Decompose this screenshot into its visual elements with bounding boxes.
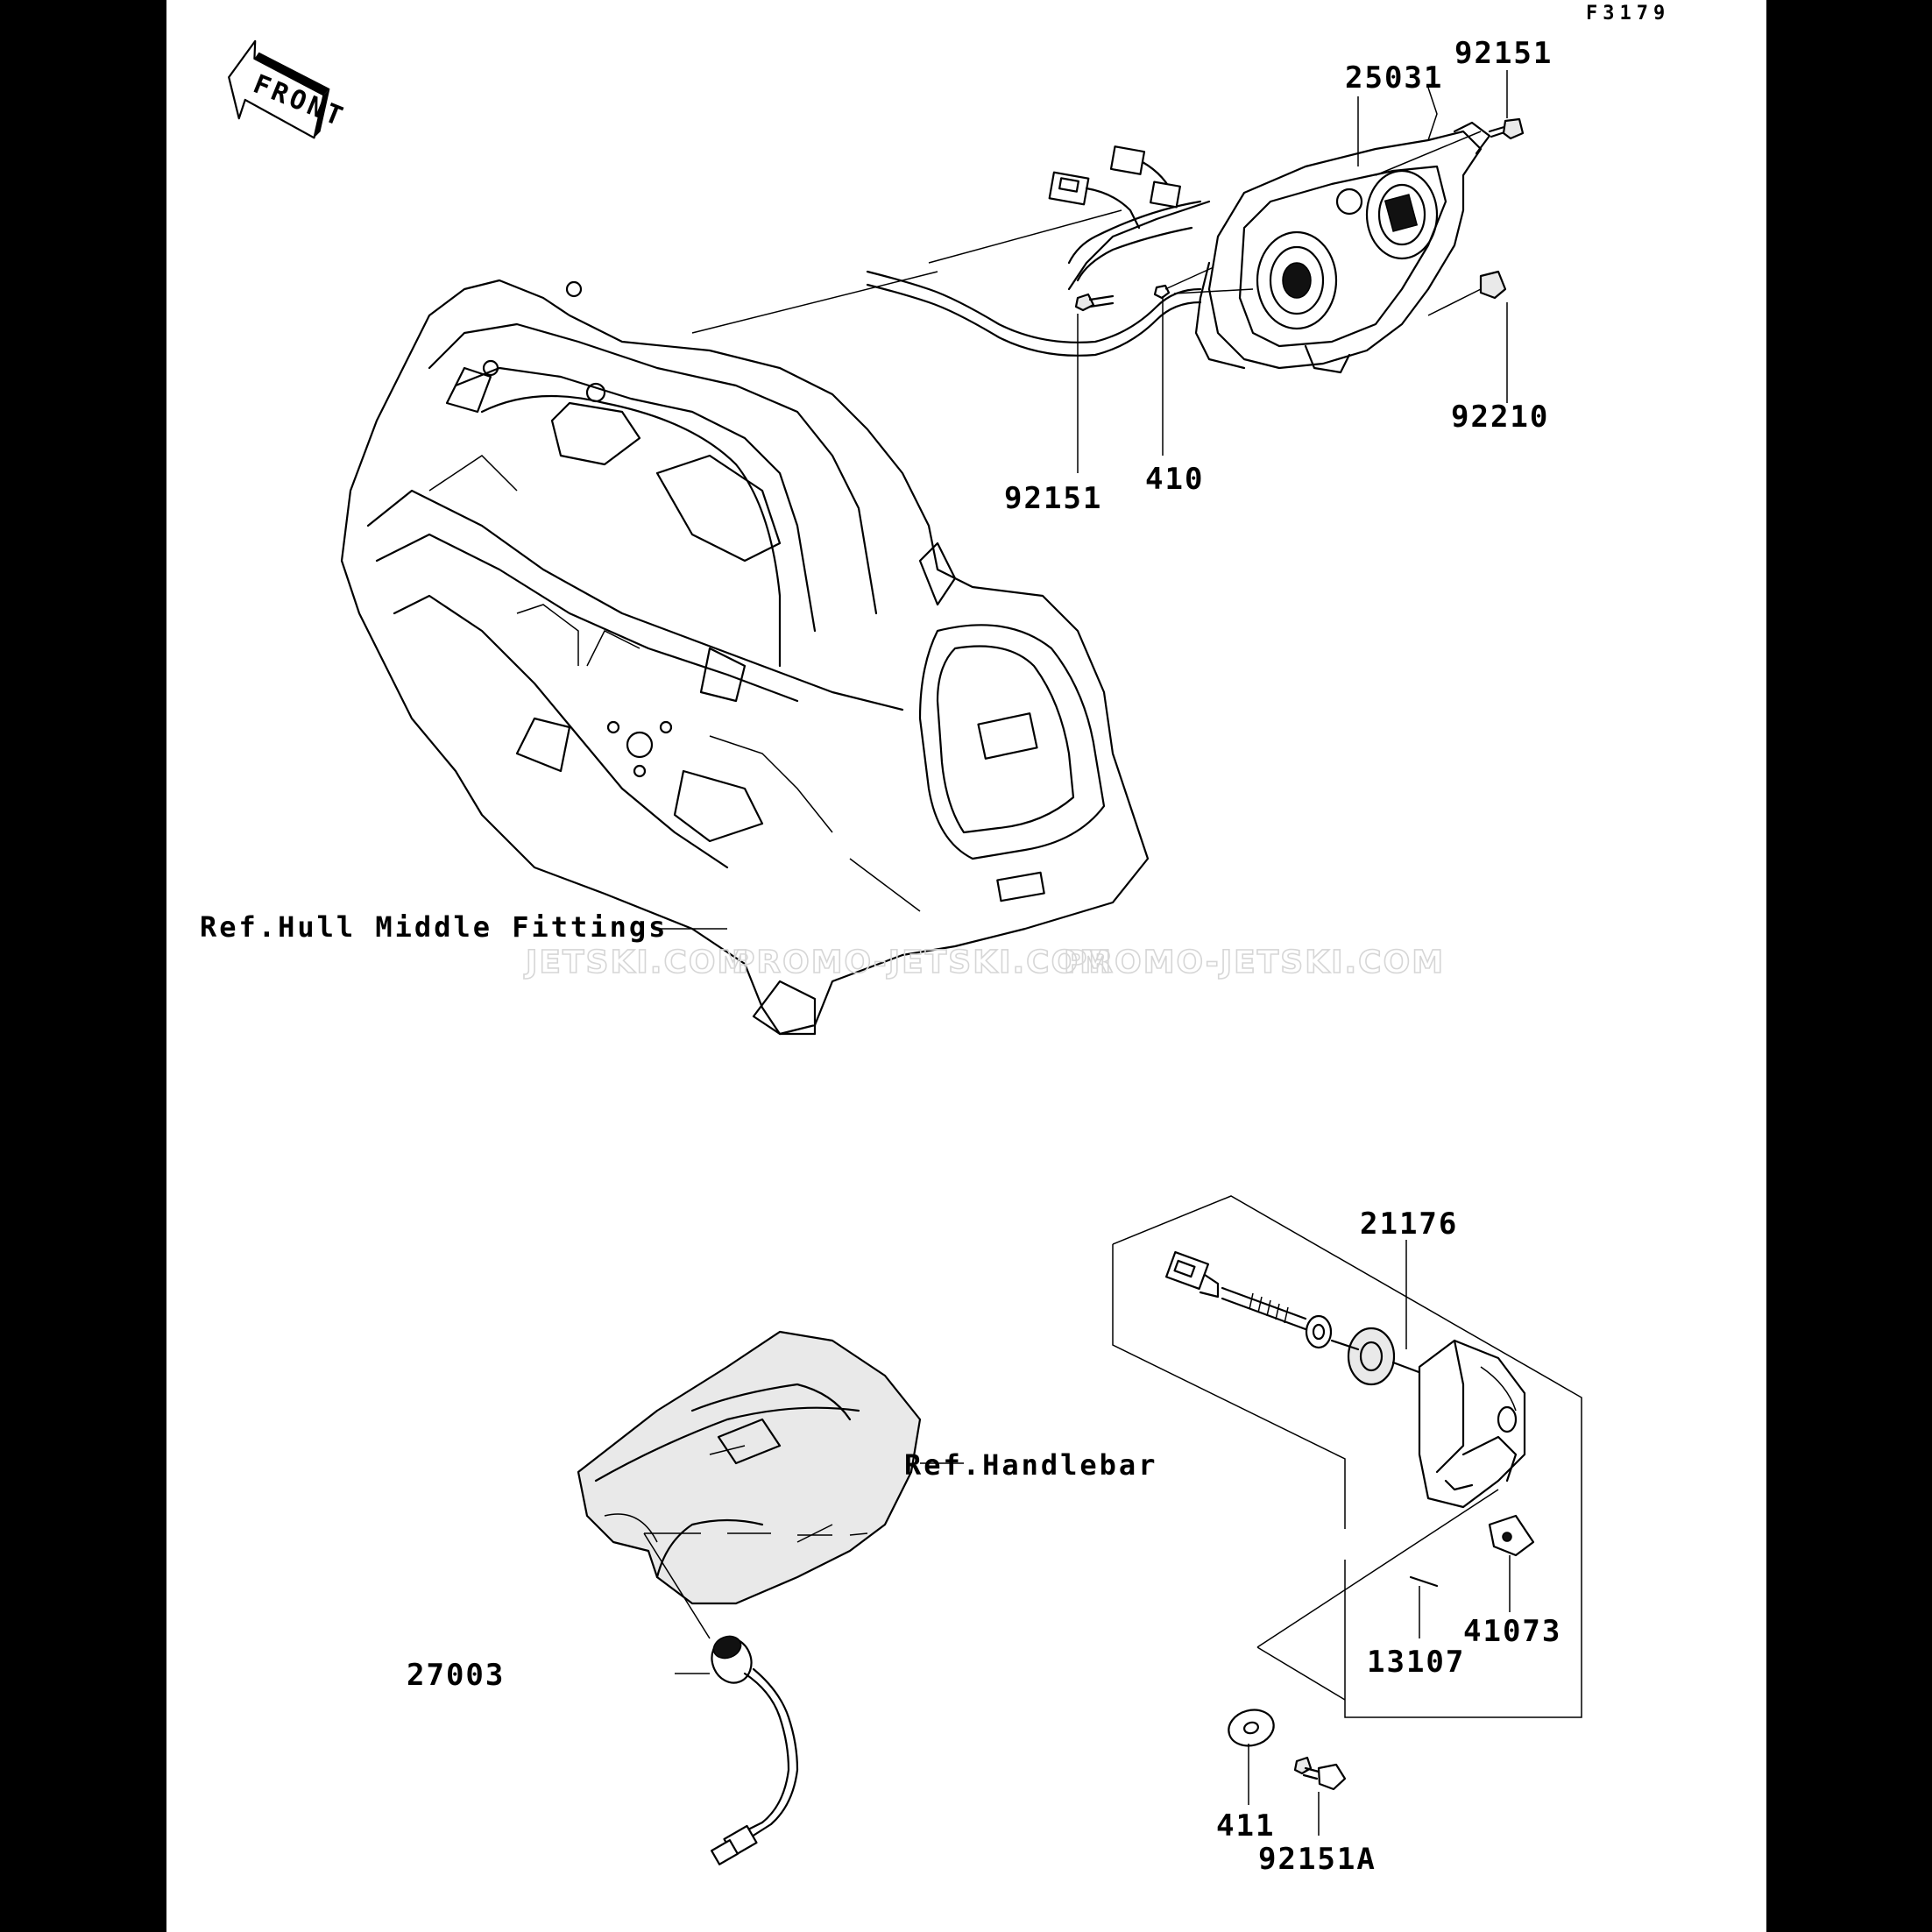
ref-hull-label: Ref.Hull Middle Fittings bbox=[200, 910, 668, 944]
watermark-2: PROMO-JETSKI.COM bbox=[732, 945, 1113, 980]
parts-diagram-sheet: F3179 FRONT bbox=[166, 0, 1766, 1932]
callout-lines-lower-left bbox=[643, 1462, 964, 1674]
handlebar-cover-drawing bbox=[577, 1330, 922, 1605]
part-92151A-label: 92151A bbox=[1258, 1842, 1376, 1877]
part-411-label: 411 bbox=[1216, 1808, 1275, 1844]
part-410-label: 410 bbox=[1145, 462, 1204, 497]
connector-icon bbox=[1150, 180, 1181, 209]
part-92151-top-label: 92151 bbox=[1454, 36, 1553, 71]
part-92210-label: 92210 bbox=[1451, 400, 1549, 435]
part-41073-label: 41073 bbox=[1463, 1614, 1561, 1649]
part-27003-label: 27003 bbox=[407, 1658, 505, 1693]
washer-icon bbox=[1228, 1709, 1275, 1747]
ref-handlebar-label: Ref.Handlebar bbox=[904, 1448, 1157, 1482]
clip-icon bbox=[1488, 1514, 1535, 1557]
clip-nut-icon bbox=[1479, 270, 1507, 300]
part-13107-label: 13107 bbox=[1367, 1645, 1465, 1680]
watermark-3: PROMO-JETSKI.COM bbox=[1064, 945, 1445, 980]
part-92151-bottom-label: 92151 bbox=[1004, 481, 1102, 516]
part-25031-label: 25031 bbox=[1345, 60, 1443, 96]
watermark-1: JETSKI.COM bbox=[523, 945, 750, 980]
small-parts-lower bbox=[1228, 1514, 1535, 1791]
screw-icon bbox=[1293, 1756, 1347, 1791]
throttle-sensor-drawing bbox=[1164, 1250, 1526, 1509]
hull-middle-fitting-drawing bbox=[340, 279, 1150, 1036]
connector-icon bbox=[1109, 145, 1176, 199]
sheet-code: F3179 bbox=[1586, 3, 1670, 25]
buzzer-27003-drawing bbox=[711, 1635, 799, 1865]
part-21176-label: 21176 bbox=[1360, 1207, 1458, 1242]
washer-icon bbox=[1153, 284, 1171, 300]
connector-icon bbox=[1048, 171, 1141, 230]
meter-assembly-drawing bbox=[866, 117, 1525, 374]
callout-lines-lower-right bbox=[1248, 1240, 1511, 1836]
screw-icon bbox=[1488, 117, 1525, 140]
callout-lines-upper bbox=[657, 70, 1508, 930]
exploded-parts-diagram: F3179 FRONT bbox=[200, 3, 1670, 1877]
screw-icon bbox=[1074, 293, 1115, 312]
pin-icon bbox=[1409, 1575, 1439, 1588]
front-arrow-icon: FRONT bbox=[228, 39, 350, 139]
sensor-assembly-box bbox=[1112, 1195, 1582, 1718]
